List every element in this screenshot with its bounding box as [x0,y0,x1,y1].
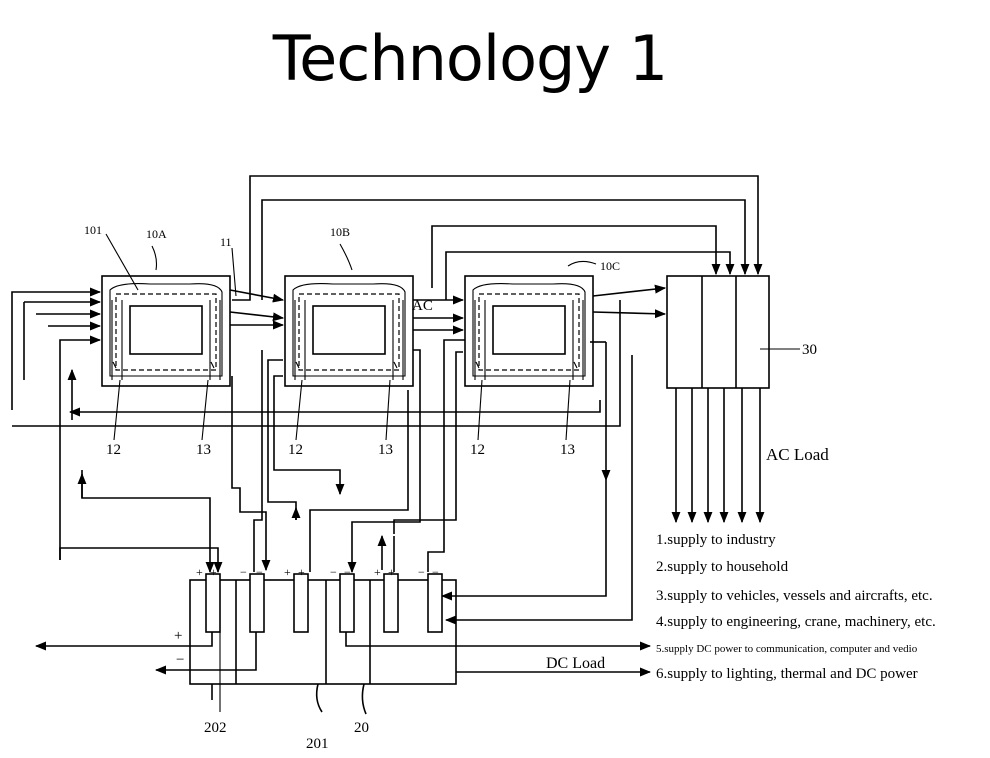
ref-12-b: 12 [288,442,303,458]
terminal-label-2: + [210,565,217,579]
wiring [11,175,765,715]
terminal-label-12: − [432,565,439,579]
load-item-3: 3.supply to vehicles, vessels and aircra… [656,588,933,604]
dc-converter-unit-20 [189,573,457,685]
ref-202: 202 [204,720,227,736]
terminal-label-5: + [284,565,291,579]
load-item-6: 6.supply to lighting, thermal and DC pow… [656,666,918,682]
terminal-label-3: − [240,565,247,579]
dc-load-label: DC Load [546,655,605,672]
slide-title: Technology 1 [272,22,668,95]
terminal-label-9: + [374,565,381,579]
ref-13-c: 13 [560,442,575,458]
terminal-label-6: + [298,565,305,579]
ac-load-label: AC Load [766,445,829,464]
ref-13-a: 13 [196,442,211,458]
terminal-label-7: − [330,565,337,579]
ref-10b: 10B [330,225,350,239]
generator-10b [284,275,414,387]
dc-minus-label: − [176,652,184,668]
dc-plus-label: + [174,628,182,644]
ref-12-a: 12 [106,442,121,458]
ref-11: 11 [220,235,232,249]
terminal-label-8: − [344,565,351,579]
ref-101: 101 [84,223,102,237]
ref-13-b: 13 [378,442,393,458]
ref-10c: 10C [600,259,620,273]
load-item-1: 1.supply to industry [656,532,776,548]
ref-30: 30 [802,342,817,358]
generator-10a [101,275,231,387]
terminal-label-1: + [196,565,203,579]
distribution-panel-30 [666,275,800,389]
terminal-label-11: − [418,565,425,579]
load-item-4: 4.supply to engineering, crane, machiner… [656,614,936,630]
terminal-label-4: − [256,565,263,579]
load-item-2: 2.supply to household [656,559,789,575]
ref-10a: 10A [146,227,167,241]
generator-10c [464,275,594,387]
ref-20: 20 [354,720,369,736]
ref-201: 201 [306,736,329,752]
terminal-label-10: + [388,565,395,579]
load-item-5: 5.supply DC power to communication, comp… [656,643,918,655]
ref-12-c: 12 [470,442,485,458]
ac-label: AC [412,298,433,314]
